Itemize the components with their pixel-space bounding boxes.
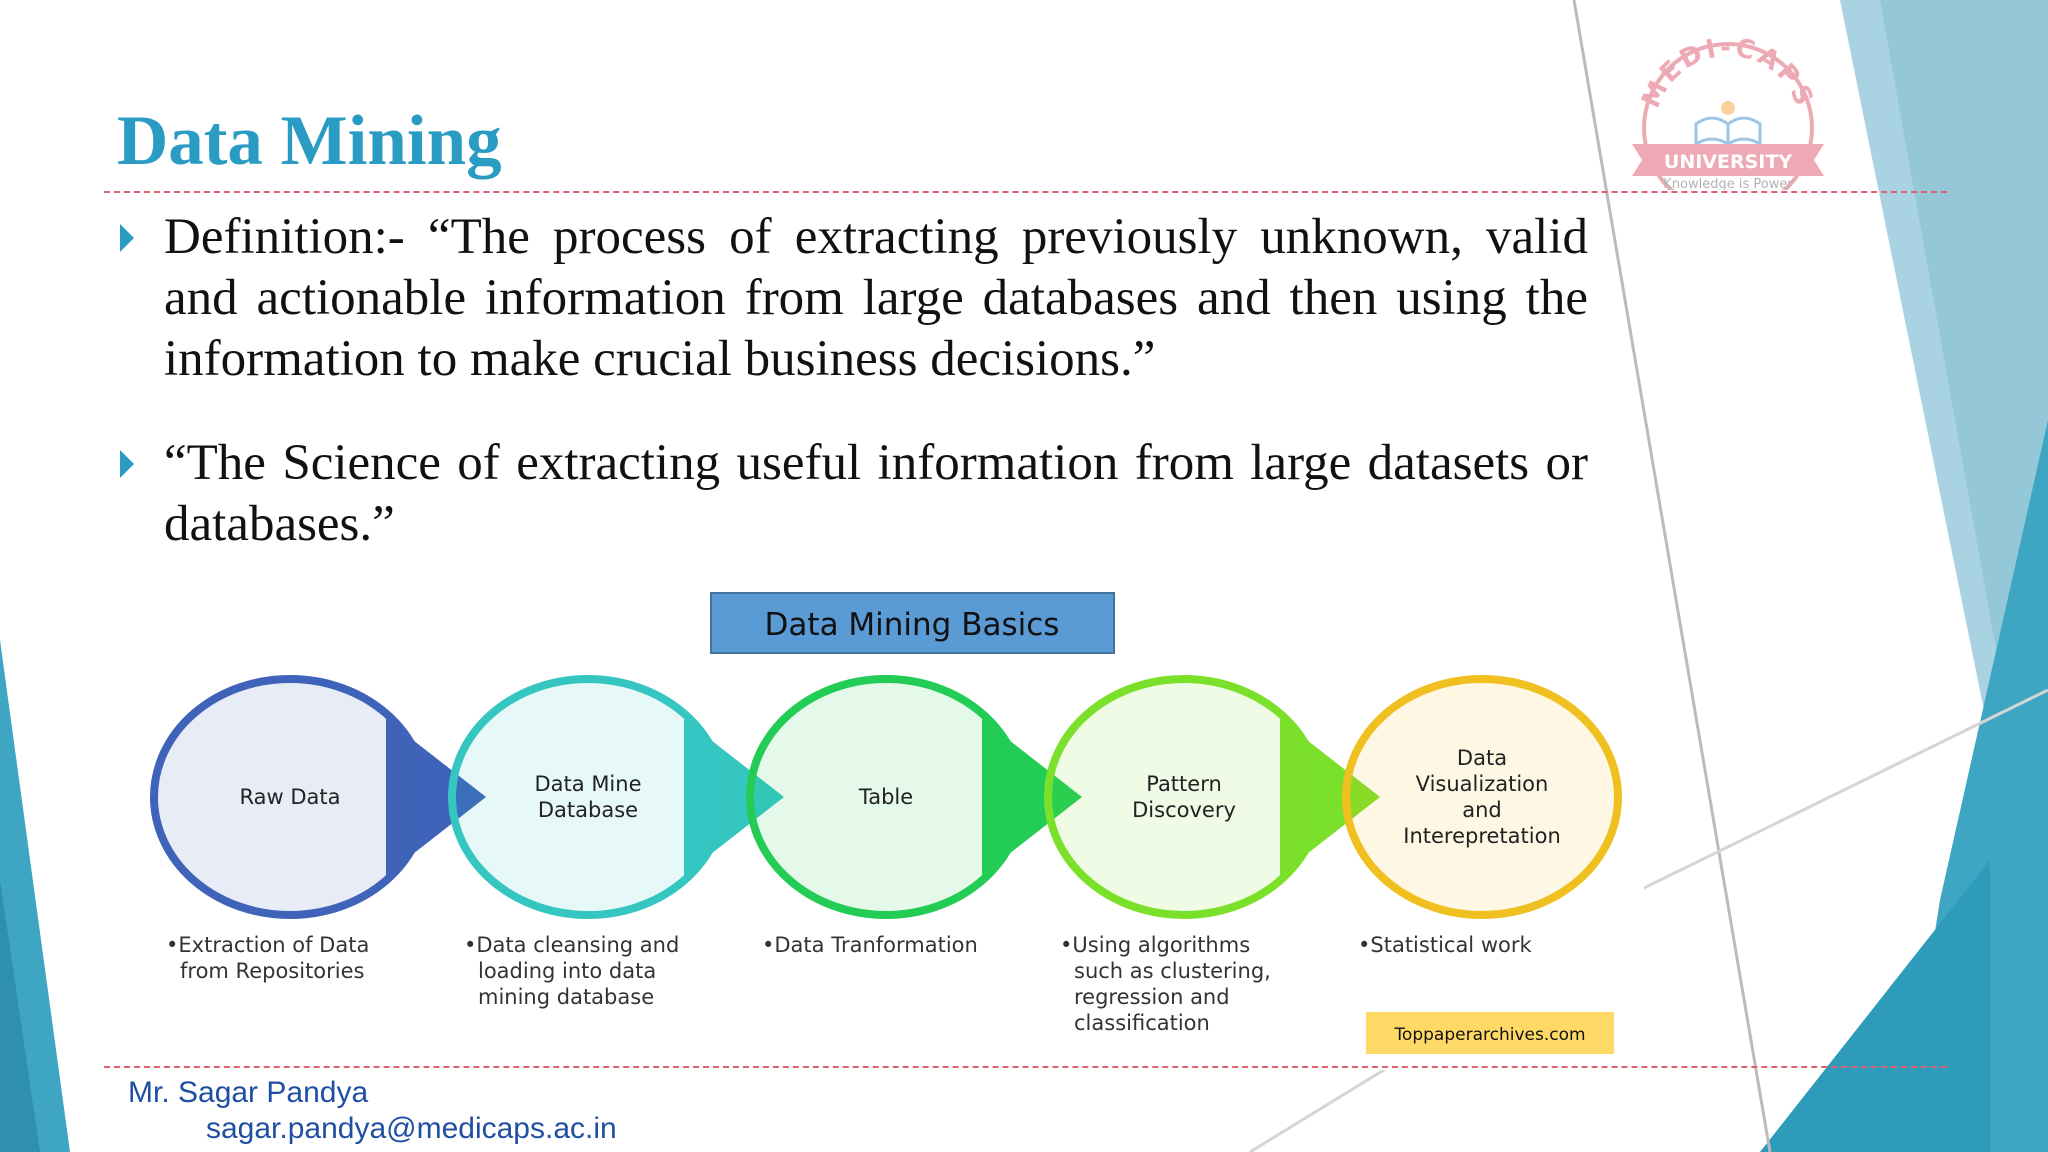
stage-description: classification <box>1074 1011 1210 1035</box>
university-logo: MEDI-CAPS UNIVERSITY Knowledge is Power <box>1632 33 1824 190</box>
stage-description: •Extraction of Data <box>166 933 369 957</box>
flow-arrow-icon <box>386 719 486 875</box>
bullet-item-definition: Definition:- “The process of extracting … <box>118 207 1588 390</box>
stage-label: Data Mine <box>535 772 642 796</box>
flow-arrow-icon <box>1280 719 1380 875</box>
source-credit-box <box>1366 1012 1614 1054</box>
bullet-list: Definition:- “The process of extracting … <box>118 207 1588 555</box>
slide-title: Data Mining <box>117 102 502 180</box>
stage-label: Raw Data <box>240 785 341 809</box>
bullet-item-science: “The Science of extracting useful inform… <box>118 433 1588 555</box>
stage-description: •Data cleansing and <box>464 933 679 957</box>
stage-label: Table <box>858 785 913 809</box>
logo-banner-text: UNIVERSITY <box>1664 151 1792 173</box>
stage-description: •Statistical work <box>1358 933 1532 957</box>
figure-title: Data Mining Basics <box>765 607 1060 643</box>
stage-description: •Data Tranformation <box>762 933 978 957</box>
logo-arc-text: MEDI-CAPS <box>1636 33 1816 113</box>
stage-circle <box>746 675 1026 919</box>
logo-tagline: Knowledge is Power <box>1663 177 1793 190</box>
author-name: Mr. Sagar Pandya <box>128 1076 369 1109</box>
stage-description: such as clustering, <box>1074 959 1271 983</box>
book-icon <box>1694 101 1762 147</box>
data-mining-basics-figure: Data Mining Basics Raw Data •Extraction o… <box>100 580 1644 1070</box>
process-diagram: Data Mining Basics Raw Data •Extraction o… <box>150 592 1622 1054</box>
triangle-bullet-icon <box>120 224 134 252</box>
svg-text:MEDI-CAPS: MEDI-CAPS <box>1636 33 1819 113</box>
bullet-text: “The Science of extracting useful inform… <box>164 435 1588 552</box>
stage-label: Visualization <box>1416 772 1549 796</box>
title-divider <box>104 191 1947 193</box>
footer-divider <box>104 1066 1947 1068</box>
stage-circle <box>448 675 728 919</box>
stage-circle <box>1342 675 1622 919</box>
bullet-text: Definition:- “The process of extracting … <box>164 209 1588 387</box>
flow-arrow-icon <box>684 719 784 875</box>
stage-label: Data <box>1457 746 1507 770</box>
figure-title-box <box>710 592 1115 654</box>
stage-circle <box>150 675 430 919</box>
stage-label: Interepretation <box>1403 824 1561 848</box>
flow-arrow-icon <box>982 719 1082 875</box>
stage-description: loading into data <box>478 959 656 983</box>
stage-label: Pattern <box>1146 772 1222 796</box>
stage-description: •Using algorithms <box>1060 933 1250 957</box>
stage-description: regression and <box>1074 985 1230 1009</box>
source-credit: Toppaperarchives.com <box>1393 1025 1585 1045</box>
author-email: sagar.pandya@medicaps.ac.in <box>206 1112 617 1145</box>
stage-label: Database <box>538 798 638 822</box>
stage-label: and <box>1462 798 1502 822</box>
triangle-bullet-icon <box>120 450 134 478</box>
stage-label: Discovery <box>1132 798 1236 822</box>
stage-description: mining database <box>478 985 654 1009</box>
stage-description: from Repositories <box>180 959 364 983</box>
stage-circle <box>1044 675 1324 919</box>
